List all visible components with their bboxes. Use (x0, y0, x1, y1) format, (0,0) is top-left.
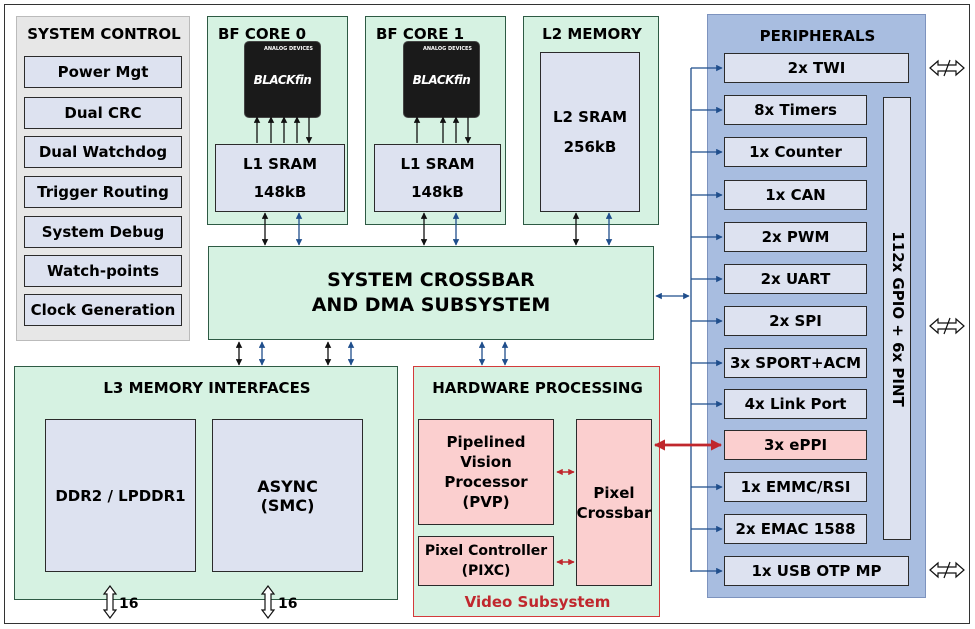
peripheral-item: 3x SPORT+ACM (724, 348, 867, 378)
hardware-processing-title: HARDWARE PROCESSING (432, 379, 643, 397)
video-subsystem-label: Video Subsystem (464, 593, 611, 611)
system-control-title: SYSTEM CONTROL (27, 25, 181, 43)
bf-core1-chip: ANALOG DEVICES BLACKfin (404, 42, 479, 117)
core1-l1-size: 148kB (411, 183, 464, 201)
l2-memory-title: L2 MEMORY (542, 25, 642, 43)
memory-crossbar-links (261, 212, 613, 246)
pixel-crossbar-block: Pixel Crossbar (576, 419, 652, 586)
l2-sram-size: 256kB (563, 138, 617, 156)
pixc-line1: Pixel Controller (424, 543, 548, 559)
twi-offchip-arrow (929, 59, 965, 77)
core1-l1-links (413, 116, 472, 144)
core0-l1-size: 148kB (253, 183, 307, 201)
peripheral-bus-arrows (691, 64, 723, 575)
peripheral-item: 1x EMMC/RSI (724, 472, 867, 502)
peripheral-item: 4x Link Port (724, 389, 867, 419)
pixel-crossbar-line1: Pixel (593, 483, 635, 502)
pvp-line3: Processor (444, 473, 528, 491)
smc-label: (SMC) (260, 495, 315, 515)
peripheral-item: 1x CAN (724, 180, 867, 210)
pvp-line4: (PVP) (462, 493, 510, 511)
system-control-item: Watch-points (24, 255, 182, 287)
peripheral-item: 2x UART (724, 264, 867, 294)
pixc-line2: (PIXC) (461, 563, 511, 579)
blackfin-logo: BLACKfin (253, 73, 312, 87)
core0-l1-label: L1 SRAM (242, 155, 318, 173)
bf-core0-title: BF CORE 0 (218, 25, 307, 43)
video-links (556, 439, 723, 566)
ddr-bus-width: 16 (119, 596, 139, 612)
diagram-frame (4, 4, 970, 624)
peripheral-item: 8x Timers (724, 95, 867, 125)
crossbar-title-line2: AND DMA SUBSYSTEM (311, 294, 551, 316)
system-control-item: Dual Watchdog (24, 136, 182, 168)
system-control-item: Clock Generation (24, 294, 182, 326)
pvp-block: Pipelined Vision Processor (PVP) (418, 419, 554, 525)
system-control-item: Power Mgt (24, 56, 182, 88)
async-label: ASYNC (257, 476, 318, 496)
analog-devices-logo: ANALOG DEVICES (264, 46, 314, 52)
gpio-block: 112x GPIO + 6x PINT (883, 97, 911, 540)
pixel-crossbar-line2: Crossbar (576, 503, 652, 522)
system-control-item: Trigger Routing (24, 176, 182, 208)
async-bus-arrow (260, 585, 276, 619)
offchip-arrows (929, 59, 965, 579)
l3-external-bus-arrows (102, 585, 276, 619)
peripheral-item: 2x PWM (724, 222, 867, 252)
core0-l1-links (253, 116, 313, 144)
l2-sram: L2 SRAM 256kB (540, 52, 640, 212)
bf-core0-chip: ANALOG DEVICES BLACKfin (245, 42, 320, 117)
pvp-line1: Pipelined (446, 433, 526, 451)
peripheral-item: 1x USB OTP MP (724, 556, 909, 586)
pvp-line2: Vision (460, 453, 512, 471)
system-control-item: Dual CRC (24, 97, 182, 129)
peripheral-item: 2x EMAC 1588 (724, 514, 867, 544)
gpio-offchip-arrow (929, 317, 965, 335)
l2-sram-label: L2 SRAM (552, 108, 628, 126)
peripherals-title: PERIPHERALS (759, 27, 876, 45)
analog-devices-logo: ANALOG DEVICES (423, 46, 473, 52)
ddr-bus-arrow (102, 585, 118, 619)
peripheral-item: 3x ePPI (724, 430, 867, 460)
peripheral-item: 1x Counter (724, 137, 867, 167)
bf-core1-title: BF CORE 1 (376, 25, 465, 43)
async-smc-interface: ASYNC (SMC) (212, 419, 363, 572)
system-crossbar-block: SYSTEM CROSSBAR AND DMA SUBSYSTEM (208, 246, 654, 340)
blackfin-logo: BLACKfin (412, 73, 471, 87)
peripheral-bus (655, 68, 692, 572)
crossbar-title-line1: SYSTEM CROSSBAR (327, 269, 535, 291)
usb-offchip-arrow (929, 561, 965, 579)
l3-memory-title: L3 MEMORY INTERFACES (103, 379, 311, 397)
core1-l1-sram: L1 SRAM 148kB (374, 144, 501, 212)
async-bus-width: 16 (278, 596, 298, 612)
peripheral-item: 2x SPI (724, 306, 867, 336)
crossbar-lower-links (235, 341, 509, 366)
core1-l1-label: L1 SRAM (400, 155, 475, 173)
core0-l1-sram: L1 SRAM 148kB (215, 144, 345, 212)
ddr-interface: DDR2 / LPDDR1 (45, 419, 196, 572)
pixc-block: Pixel Controller (PIXC) (418, 536, 554, 586)
system-control-item: System Debug (24, 216, 182, 248)
peripheral-item: 2x TWI (724, 53, 909, 83)
